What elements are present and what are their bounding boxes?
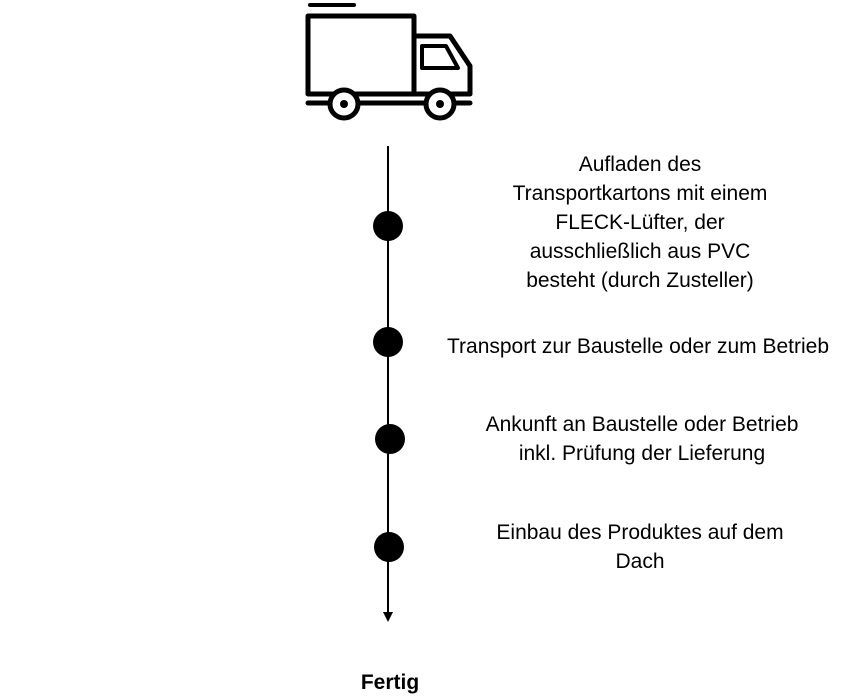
step-line: besteht (durch Zusteller) <box>526 269 754 292</box>
timeline-dot-loading <box>373 211 403 241</box>
step-line: inkl. Prüfung der Lieferung <box>518 442 766 465</box>
step-line: Ankunft an Baustelle oder Betrieb <box>485 413 799 436</box>
step-line: Transportkartons mit einem <box>512 182 768 205</box>
timeline-dot-arrival <box>375 424 405 454</box>
step-transport-text: Transport zur Baustelle oder zum Betrieb <box>418 332 858 361</box>
step-arrival-text: Ankunft an Baustelle oder Betrieb inkl. … <box>452 410 832 468</box>
step-line: ausschließlich aus PVC <box>529 240 751 263</box>
step-line: Einbau des Produktes auf dem <box>496 521 784 544</box>
step-installation-text: Einbau des Produktes auf dem Dach <box>470 518 810 576</box>
step-line: Dach <box>615 550 665 573</box>
step-loading-text: Aufladen des Transportkartons mit einem … <box>490 150 790 295</box>
delivery-truck-icon <box>305 3 473 121</box>
step-line: Aufladen des <box>578 153 702 176</box>
step-line: Transport zur Baustelle oder zum Betrieb <box>446 335 830 358</box>
timeline-dot-transport <box>373 327 403 357</box>
step-line: FLECK-Lüfter, der <box>555 211 725 234</box>
end-label: Fertig <box>360 671 420 694</box>
timeline-dot-installation <box>374 532 404 562</box>
